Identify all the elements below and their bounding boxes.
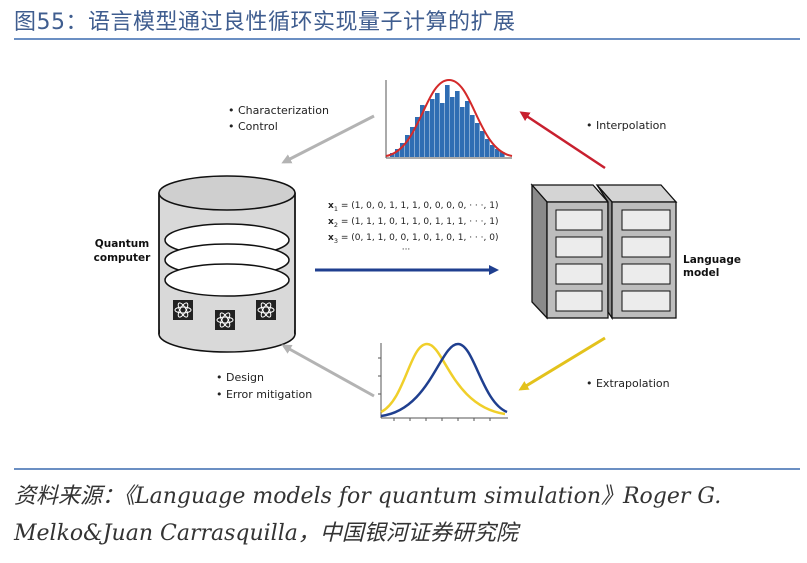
figure-title: 图55：语言模型通过良性循环实现量子计算的扩展 [14, 10, 516, 35]
histogram-bar [475, 123, 480, 157]
histogram-bar [410, 127, 415, 157]
histogram-bar [455, 91, 460, 157]
qubit-atom-icon [256, 300, 276, 320]
gray-arrow-bottom [281, 344, 375, 398]
histogram-bar [435, 93, 440, 157]
label-design: • Design [216, 371, 264, 384]
histogram-bar [430, 99, 435, 157]
label-error-mitigation: • Error mitigation [216, 388, 312, 401]
histogram-bar [425, 111, 430, 157]
qubit-atom-icon [215, 310, 235, 330]
formula-x1: x1 = (1, 0, 0, 1, 1, 1, 0, 0, 0, 0, · · … [328, 201, 498, 213]
cycle-diagram: Quantum computer Language model [0, 40, 807, 468]
distribution-panel [378, 342, 508, 421]
histogram-bars [390, 85, 505, 157]
histogram-bar [490, 145, 495, 157]
histogram-bar [465, 101, 470, 157]
quantum-computer-icon [158, 175, 296, 353]
histogram-bar [500, 152, 505, 157]
gray-arrow-top [281, 114, 375, 164]
title-divider [14, 38, 800, 40]
histogram-bar [405, 135, 410, 157]
histogram-bar [450, 97, 455, 157]
label-control: • Control [228, 120, 278, 133]
label-characterization: • Characterization [228, 104, 329, 117]
histogram-bar [480, 131, 485, 157]
quantum-computer-label: Quantum [95, 238, 149, 250]
yellow-distribution-curve [380, 342, 506, 416]
formula-ellipsis: ··· [402, 245, 411, 255]
histogram-bar [440, 103, 445, 157]
blue-distribution-curve [380, 342, 508, 418]
source-divider [14, 468, 800, 470]
histogram-bar [420, 105, 425, 157]
label-extrapolation: • Extrapolation [586, 377, 670, 390]
label-interpolation: • Interpolation [586, 119, 666, 132]
red-arrow-interpolation [519, 111, 606, 170]
diagram-canvas: Quantum computer Language model [94, 78, 741, 421]
histogram-bar [485, 139, 490, 157]
histogram-bar [460, 107, 465, 157]
histogram-bar [400, 143, 405, 157]
yellow-arrow-extrapolation [518, 336, 606, 391]
histogram-bar [445, 85, 450, 157]
source-note: 资料来源：《Language models for quantum simula… [14, 484, 722, 546]
histogram-bar [495, 149, 500, 157]
language-model-server-icon [530, 183, 678, 321]
histogram-bar [415, 117, 420, 157]
quantum-computer-label: computer [94, 252, 152, 264]
qubit-atom-icon [173, 300, 193, 320]
histogram-bar [395, 149, 400, 157]
gaussian-fit-curve [385, 78, 513, 157]
formula-x2: x2 = (1, 1, 1, 0, 1, 1, 0, 1, 1, 1, · · … [328, 217, 498, 229]
language-model-label: model [683, 267, 719, 279]
formula-x3: x3 = (0, 1, 1, 0, 0, 1, 0, 1, 0, 1, · · … [328, 233, 498, 245]
language-model-label: Language [683, 254, 741, 266]
histogram-panel [385, 78, 513, 159]
histogram-bar [470, 115, 475, 157]
